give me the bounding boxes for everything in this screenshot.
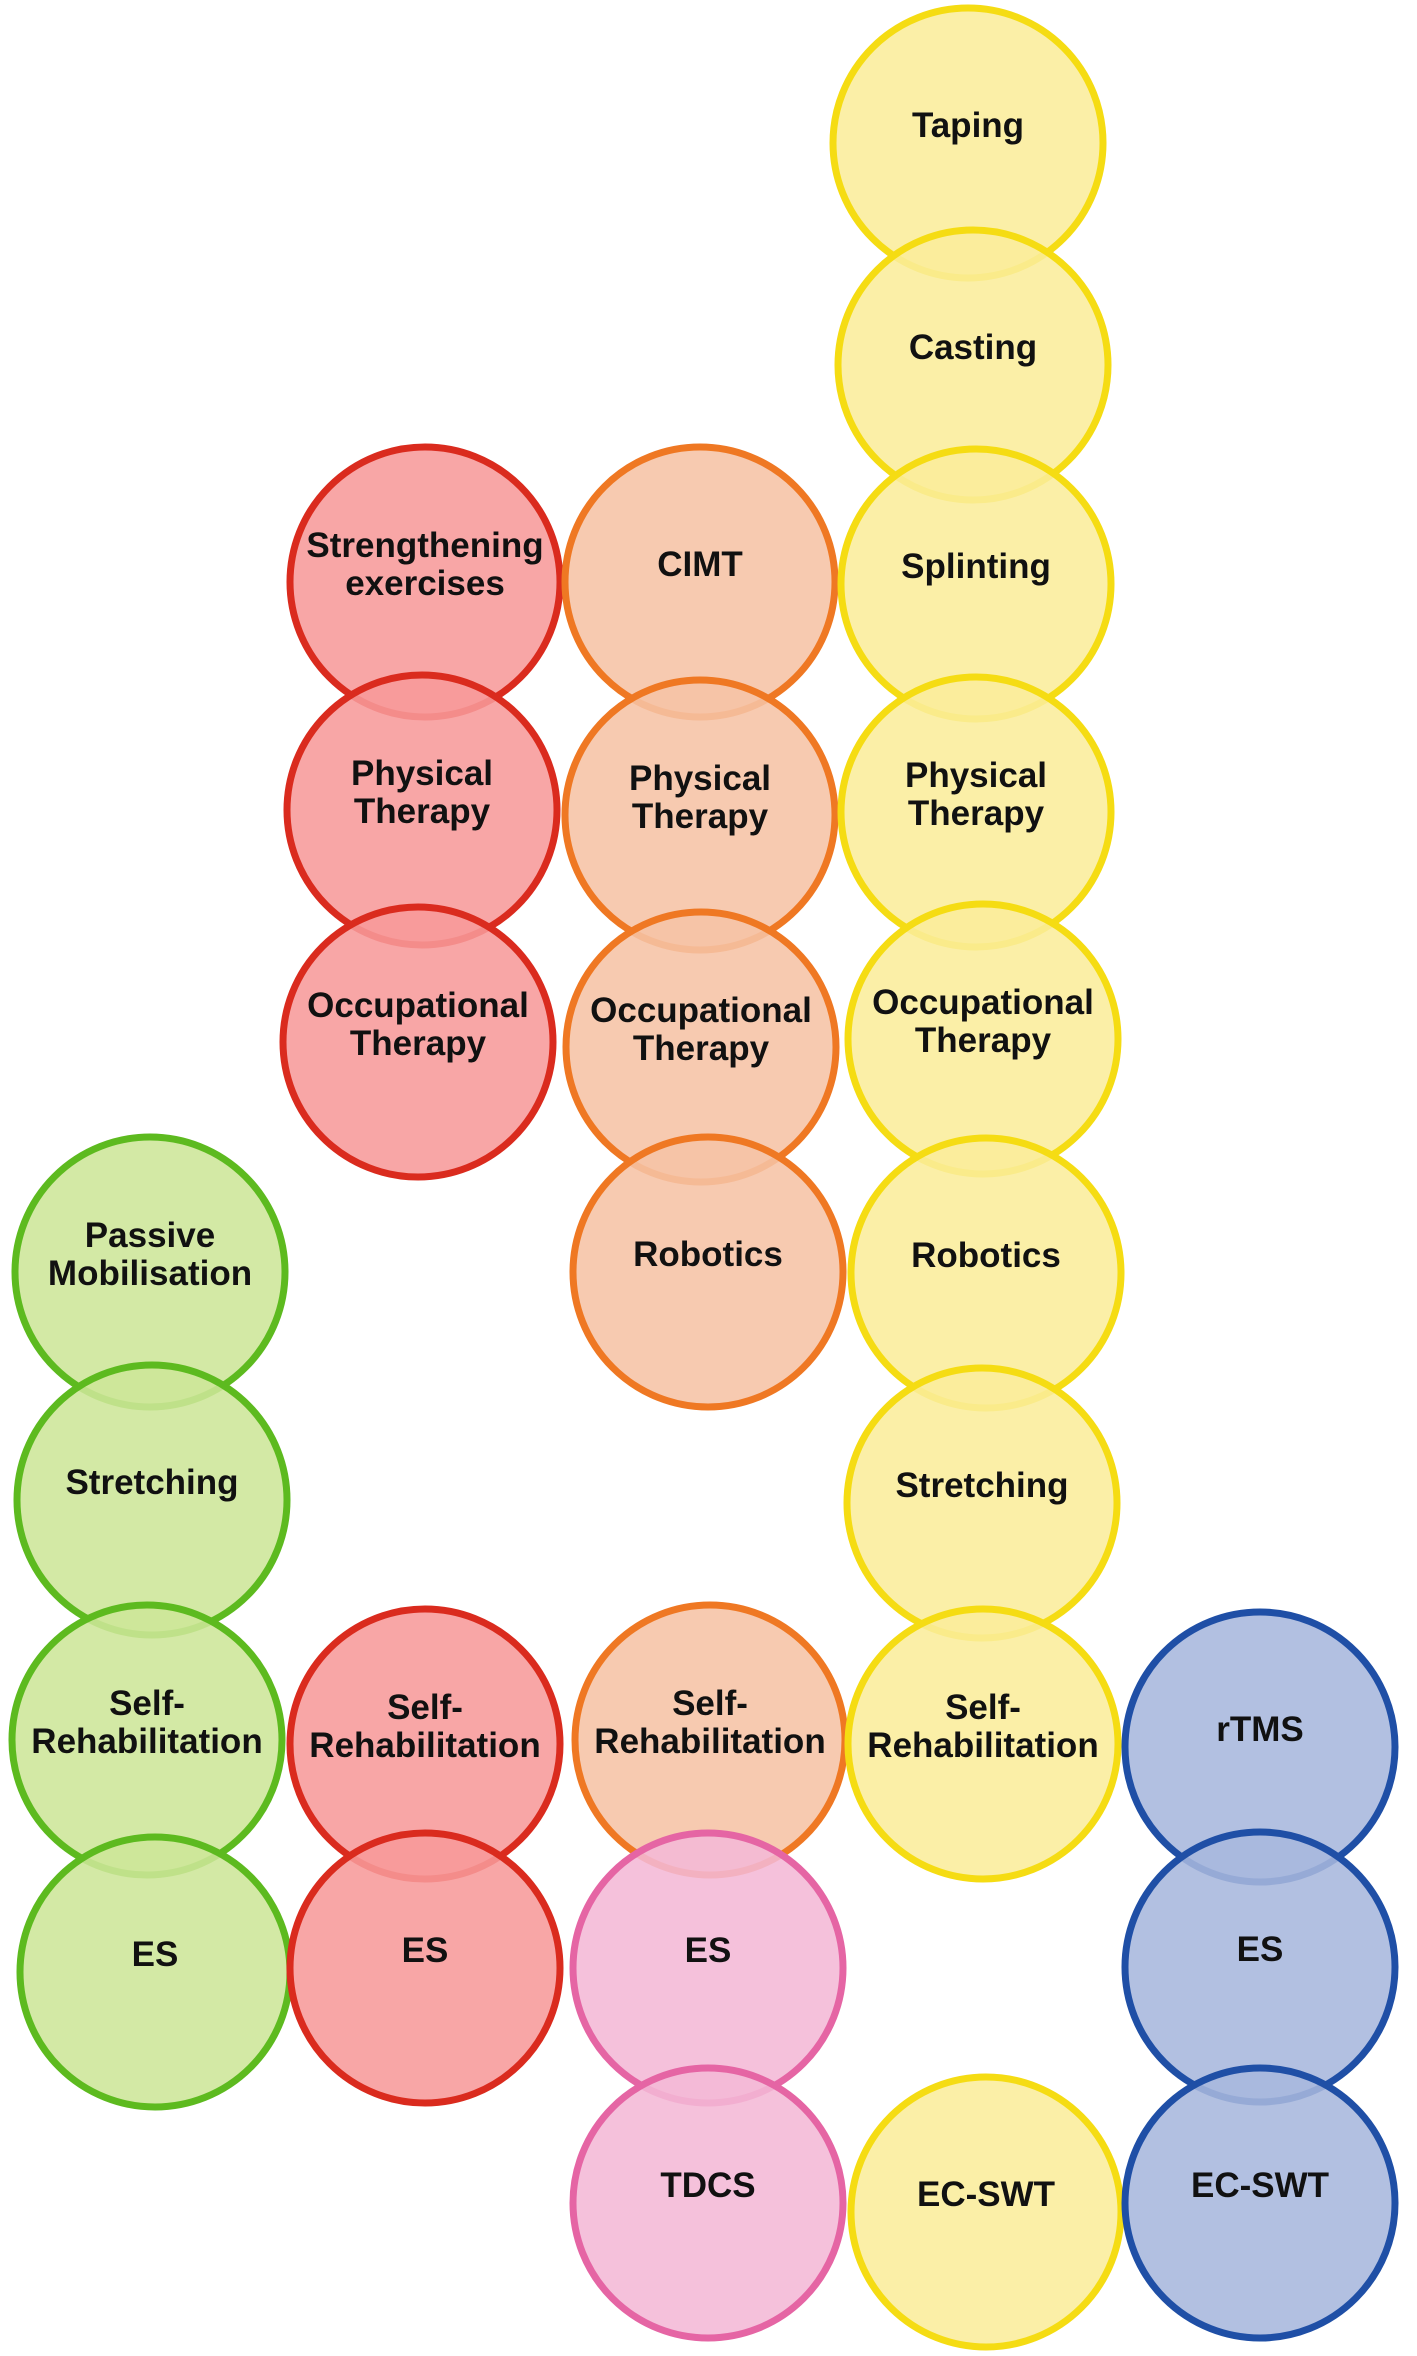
node-red-es: ES xyxy=(286,1829,564,2107)
node-label-line: Self- xyxy=(945,1688,1021,1727)
node-label-line: Physical xyxy=(905,756,1047,795)
yellow-circle xyxy=(847,2073,1125,2351)
red-circle xyxy=(279,903,557,1181)
node-label-line: Therapy xyxy=(915,1021,1052,1060)
node-pink-es: ES xyxy=(569,1829,847,2107)
node-label-line: Splinting xyxy=(901,547,1051,586)
node-label-line: TDCS xyxy=(660,2166,755,2205)
node-label-line: Therapy xyxy=(350,1024,487,1063)
node-label-line: ES xyxy=(685,1931,732,1970)
node-orange-cimt: CIMT xyxy=(561,443,839,721)
node-label-line: Rehabilitation xyxy=(309,1726,540,1765)
node-label-line: Self- xyxy=(387,1688,463,1727)
node-label-line: exercises xyxy=(345,564,505,603)
pink-circle xyxy=(569,2064,847,2342)
node-label-line: Passive xyxy=(85,1216,215,1255)
node-yellow-stretching: Stretching xyxy=(843,1364,1121,1642)
node-label-line: Taping xyxy=(912,106,1024,145)
node-label-line: Rehabilitation xyxy=(867,1726,1098,1765)
node-label-line: Occupational xyxy=(307,986,529,1025)
node-label-line: Strengthening xyxy=(306,526,543,565)
node-label-line: Rehabilitation xyxy=(594,1722,825,1761)
node-label-line: Occupational xyxy=(590,991,812,1030)
node-label-line: Self- xyxy=(672,1684,748,1723)
node-label-line: Rehabilitation xyxy=(31,1722,262,1761)
node-label-line: rTMS xyxy=(1216,1710,1304,1749)
node-label-line: Casting xyxy=(909,328,1037,367)
node-label-line: Physical xyxy=(629,759,771,798)
node-label-line: Self- xyxy=(109,1684,185,1723)
node-label-line: Stretching xyxy=(895,1466,1068,1505)
node-label-line: Therapy xyxy=(632,797,769,836)
node-orange-robotics: Robotics xyxy=(569,1133,847,1411)
node-label-line: Therapy xyxy=(633,1029,770,1068)
node-yellow-casting: Casting xyxy=(834,226,1112,504)
red-circle xyxy=(286,1829,564,2107)
blue-circle xyxy=(1121,2064,1399,2342)
node-blue-es: ES xyxy=(1121,1828,1399,2106)
node-label-line: Mobilisation xyxy=(48,1254,252,1293)
node-yellow-self-rehabilitation: Self-Rehabilitation xyxy=(844,1605,1122,1883)
node-label-line: Physical xyxy=(351,754,493,793)
node-green-es: ES xyxy=(16,1833,294,2111)
orange-circle xyxy=(569,1133,847,1411)
node-label-line: Robotics xyxy=(911,1236,1061,1275)
node-label-line: EC-SWT xyxy=(917,2175,1055,2214)
node-label-line: Robotics xyxy=(633,1235,783,1274)
node-label-line: EC-SWT xyxy=(1191,2166,1329,2205)
node-yellow-taping: Taping xyxy=(829,4,1107,282)
node-pink-tdcs: TDCS xyxy=(569,2064,847,2342)
node-label-line: ES xyxy=(132,1935,179,1974)
node-yellow-splinting: Splinting xyxy=(837,445,1115,723)
node-label-line: Stretching xyxy=(65,1463,238,1502)
node-green-stretching: Stretching xyxy=(13,1361,291,1639)
node-label-line: ES xyxy=(402,1931,449,1970)
node-blue-ec-swt: EC-SWT xyxy=(1121,2064,1399,2342)
node-green-self-rehabilitation: Self-Rehabilitation xyxy=(8,1601,286,1879)
node-yellow-ec-swt: EC-SWT xyxy=(847,2073,1125,2351)
yellow-circle xyxy=(844,1605,1122,1883)
node-label-line: Therapy xyxy=(908,794,1045,833)
node-label-line: ES xyxy=(1237,1930,1284,1969)
node-label-line: Therapy xyxy=(354,792,491,831)
node-label-line: Occupational xyxy=(872,983,1094,1022)
node-label-line: CIMT xyxy=(657,545,743,584)
